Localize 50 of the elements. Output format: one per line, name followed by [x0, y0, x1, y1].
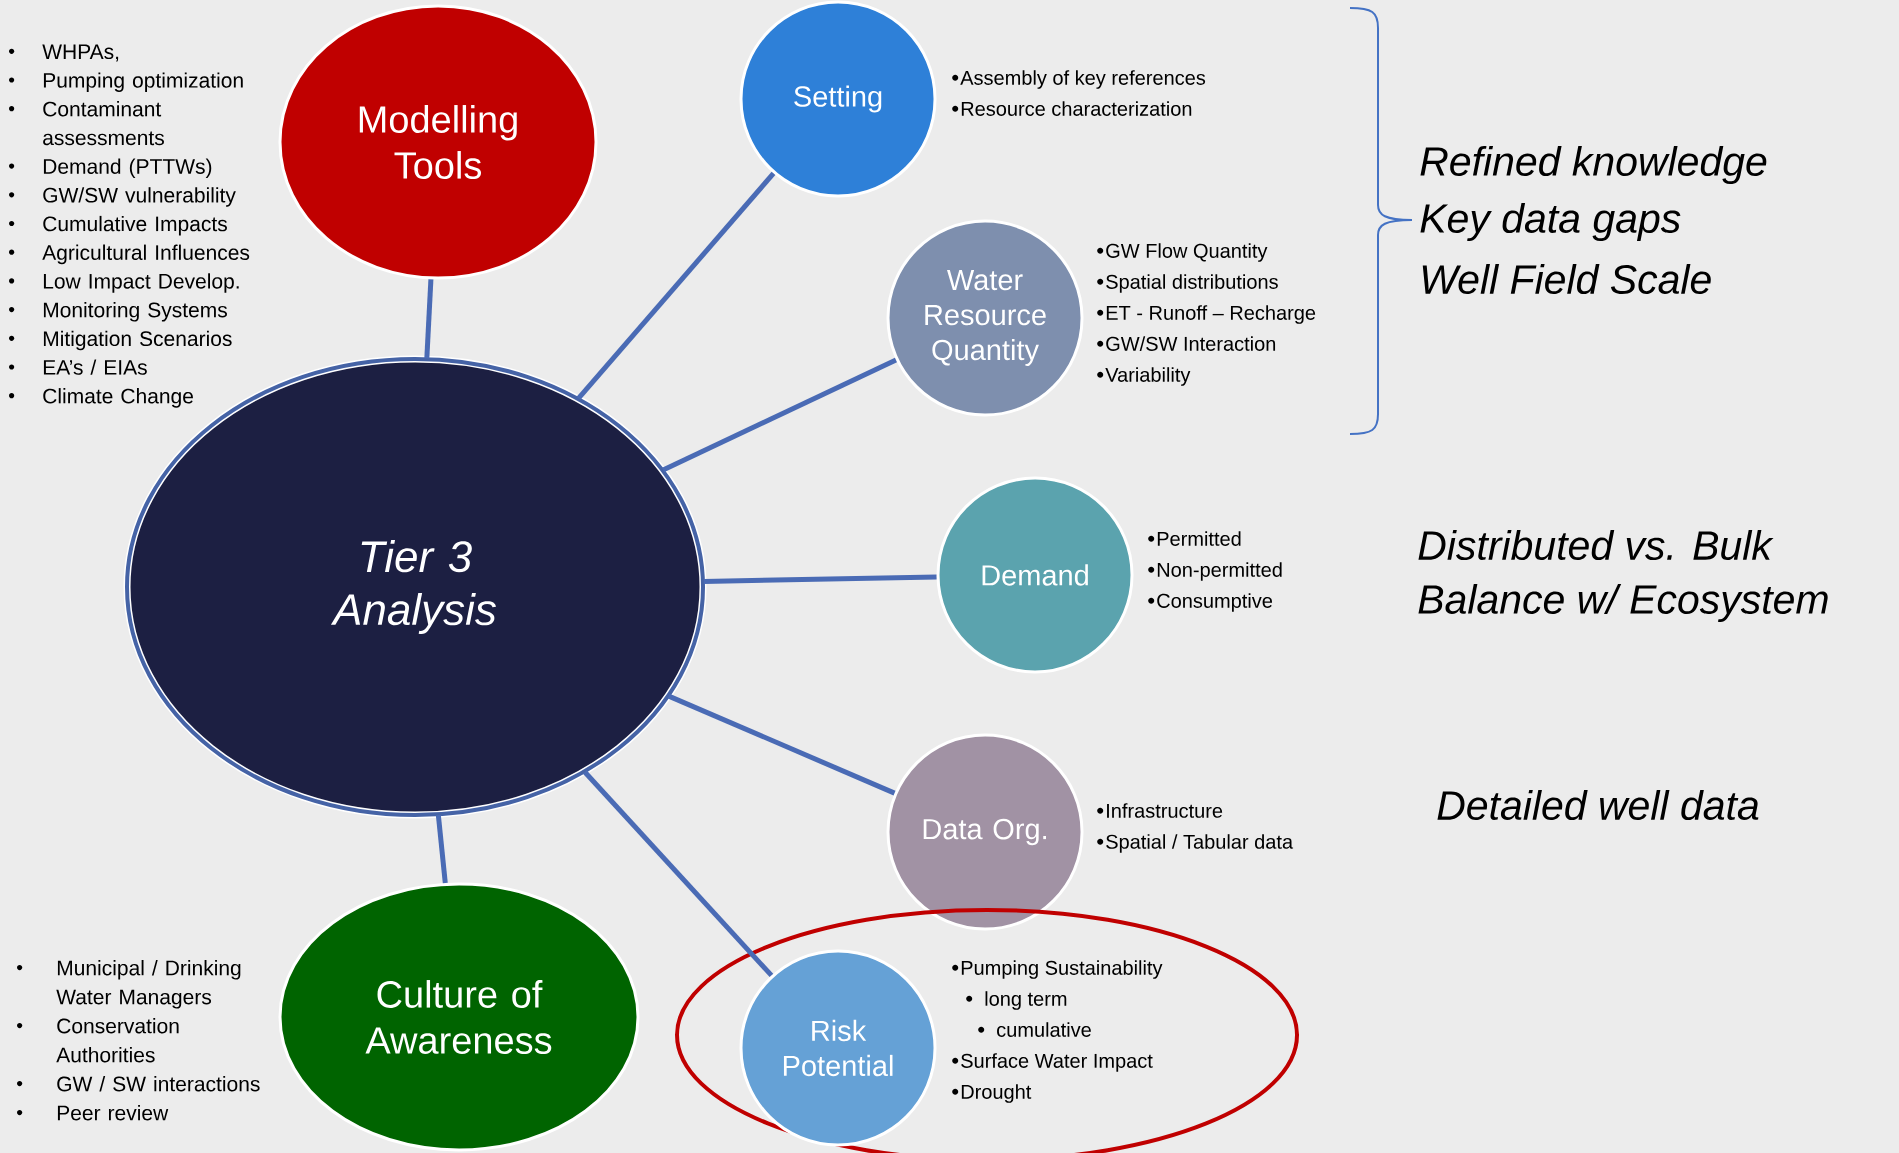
- node-label: Municipal / Drinking Water Managers: [56, 959, 241, 1009]
- connector-line: [582, 770, 774, 978]
- circle-node: Water Resource Quantity: [886, 219, 1084, 417]
- connector-line: [667, 693, 896, 796]
- node-label: Spatial distributions: [1106, 274, 1278, 293]
- side-note: Detailed well data: [1437, 789, 1759, 821]
- ellipse-node: Culture of Awareness: [278, 882, 640, 1152]
- bullet-list: GW Flow Quantity Spatial distributions ET - Runoff – Recharge GW/SW Interaction Variability: [1097, 243, 1316, 386]
- connector-line: [662, 357, 897, 473]
- bullet-list: Infrastructure Spatial / Tabular data: [1097, 803, 1294, 853]
- node-label: Demand (PTTWs): [43, 158, 212, 179]
- side-note: Well Field Scale: [1422, 263, 1711, 295]
- side-note: Balance w/ Ecosystem: [1418, 583, 1828, 623]
- connector-line: [576, 171, 776, 401]
- node-label: long term: [985, 991, 1067, 1010]
- circle-node: Setting: [739, 0, 937, 198]
- node-label: Variability: [1105, 367, 1191, 386]
- bullet-list: Permitted Non-permitted Consumptive: [1148, 531, 1282, 612]
- side-note: Distributed vs. Bulk: [1418, 529, 1774, 561]
- node-label: Mitigation Scenarios: [43, 330, 232, 351]
- connector-line: [424, 279, 434, 359]
- connector-line: [703, 574, 937, 584]
- node-label: GW Flow Quantity: [1106, 243, 1268, 262]
- node-label: WHPAs,: [42, 44, 119, 62]
- node-label: Drought: [961, 1084, 1032, 1103]
- node-label: Surface Water Impact: [961, 1053, 1153, 1072]
- connector-line: [435, 814, 448, 884]
- node-label: Conservation Authorities: [56, 1017, 179, 1063]
- node-label: Monitoring Systems: [43, 301, 227, 322]
- side-note: Key data gaps: [1420, 202, 1681, 242]
- node-label: Pumping optimization: [43, 72, 243, 92]
- circle-node: Demand: [936, 476, 1134, 674]
- bullet-list: Pumping Sustainability long term cumulative Surface Water Impact Drought: [952, 960, 1163, 1103]
- node-label: Agricultural Influences: [42, 244, 250, 265]
- node-label: Peer review: [57, 1104, 169, 1121]
- node-label: Pumping Sustainability: [961, 960, 1163, 979]
- circle-node: Risk Potential: [739, 949, 937, 1147]
- side-note: Refined knowledge: [1420, 145, 1767, 185]
- ellipse-node: Modelling Tools: [278, 4, 598, 280]
- node-label: GW/SW Interaction: [1106, 336, 1276, 351]
- node-label: GW/SW vulnerability: [43, 187, 236, 207]
- node-label: ET - Runoff – Recharge: [1106, 305, 1316, 324]
- bullet-list: Municipal / Drinking Water Managers Conservation Authorities GW / SW interactions Peer review: [17, 960, 260, 1121]
- node-label: cumulative: [997, 1022, 1091, 1037]
- node-label: GW / SW interactions: [57, 1075, 260, 1092]
- circle-node: Data Org.: [886, 733, 1084, 931]
- node-label: Low Impact Develop.: [43, 273, 239, 293]
- node-label: Cumulative Impacts: [43, 215, 227, 236]
- bullet-list: Assembly of key references Resource characterization: [952, 70, 1206, 116]
- node-label: Contaminant assessments: [43, 101, 164, 146]
